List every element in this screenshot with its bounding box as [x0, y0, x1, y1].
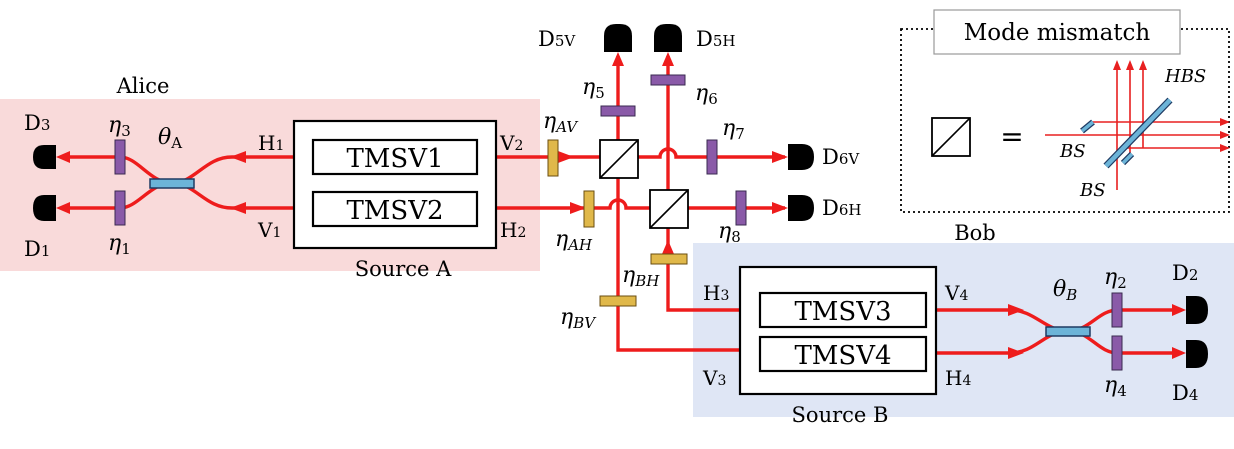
bob-label: Bob [954, 221, 996, 245]
eta7-label: η7 [722, 116, 745, 143]
eta8-label: η8 [718, 219, 741, 246]
tmsv3-label: TMSV3 [794, 297, 891, 327]
waveplate-eta6 [650, 74, 686, 86]
source-a: TMSV1 TMSV2 Source A [292, 119, 498, 281]
port-h2: H2 [500, 218, 526, 242]
tmsv1-label: TMSV1 [346, 144, 443, 174]
detector-label-d1: D1 [24, 237, 50, 261]
pbs-cube-lower [649, 189, 689, 229]
attenuator-eta-bv [599, 295, 637, 307]
eta3-label: η3 [108, 113, 131, 140]
eta5-label: η5 [582, 75, 605, 102]
theta-b-label: θB [1053, 277, 1077, 304]
tmsv4-label: TMSV4 [794, 341, 891, 371]
detector-label-d3: D3 [24, 111, 50, 135]
alice-label: Alice [116, 74, 170, 98]
attenuator-eta-bh [650, 253, 688, 265]
waveplate-eta4 [1111, 335, 1123, 371]
inset-bs-left-label: BS [1059, 141, 1086, 162]
attenuator-eta-av [547, 139, 559, 177]
detector-label-d5h: D5H [696, 27, 735, 51]
source-a-label: Source A [355, 257, 452, 281]
detector-d3 [33, 145, 56, 169]
inset-bs-bottom-label: BS [1079, 180, 1106, 201]
theta-a-label: θA [158, 125, 182, 152]
eta-av-label: ηAV [543, 109, 579, 136]
inset-cube-icon [931, 117, 971, 157]
detector-label-d6v: D6V [822, 145, 860, 169]
eta1-label: η1 [108, 231, 131, 258]
detector-d2 [1186, 296, 1208, 324]
port-v2: V2 [499, 131, 523, 155]
inset-equals: = [1000, 120, 1023, 153]
eta-ah-label: ηAH [555, 227, 593, 254]
beamsplitter-alice [149, 178, 195, 189]
inset-hbs-label: HBS [1164, 66, 1206, 87]
port-v4: V4 [944, 281, 968, 305]
detector-d6v [788, 144, 814, 170]
attenuator-eta-ah [583, 190, 595, 228]
port-v1: V1 [257, 218, 281, 242]
eta6-label: η6 [695, 81, 718, 108]
source-b: TMSV3 TMSV4 Source B [738, 265, 938, 427]
port-v3: V3 [702, 366, 726, 390]
waveplate-eta8 [735, 190, 747, 226]
waveplate-eta2 [1111, 292, 1123, 328]
detector-d6h [788, 195, 814, 221]
detector-label-d2: D2 [1172, 261, 1198, 285]
eta-bv-label: ηBV [560, 305, 597, 332]
waveplate-eta7 [706, 139, 718, 175]
beamsplitter-bob [1045, 326, 1091, 337]
detector-label-d6h: D6H [822, 196, 861, 220]
eta4-label: η4 [1104, 373, 1127, 400]
detector-d1 [33, 195, 56, 221]
inset-title: Mode mismatch [964, 20, 1151, 46]
pbs-cube-upper [599, 139, 639, 179]
eta2-label: η2 [1104, 265, 1127, 292]
detector-label-d4: D4 [1172, 381, 1198, 405]
mode-mismatch-inset: Mode mismatch = HBS BS BS [900, 9, 1230, 213]
port-h3: H3 [703, 281, 729, 305]
detector-d4 [1186, 340, 1208, 368]
eta-bh-label: ηBH [622, 263, 660, 290]
port-h4: H4 [945, 366, 971, 390]
detector-label-d5v: D5V [538, 27, 576, 51]
detector-d5v [604, 24, 632, 52]
port-h1: H1 [258, 131, 284, 155]
waveplate-eta3 [114, 139, 126, 175]
detector-d5h [654, 24, 682, 52]
waveplate-eta5 [600, 105, 636, 117]
waveplate-eta1 [114, 190, 126, 226]
source-b-label: Source B [792, 403, 889, 427]
tmsv2-label: TMSV2 [346, 196, 443, 226]
